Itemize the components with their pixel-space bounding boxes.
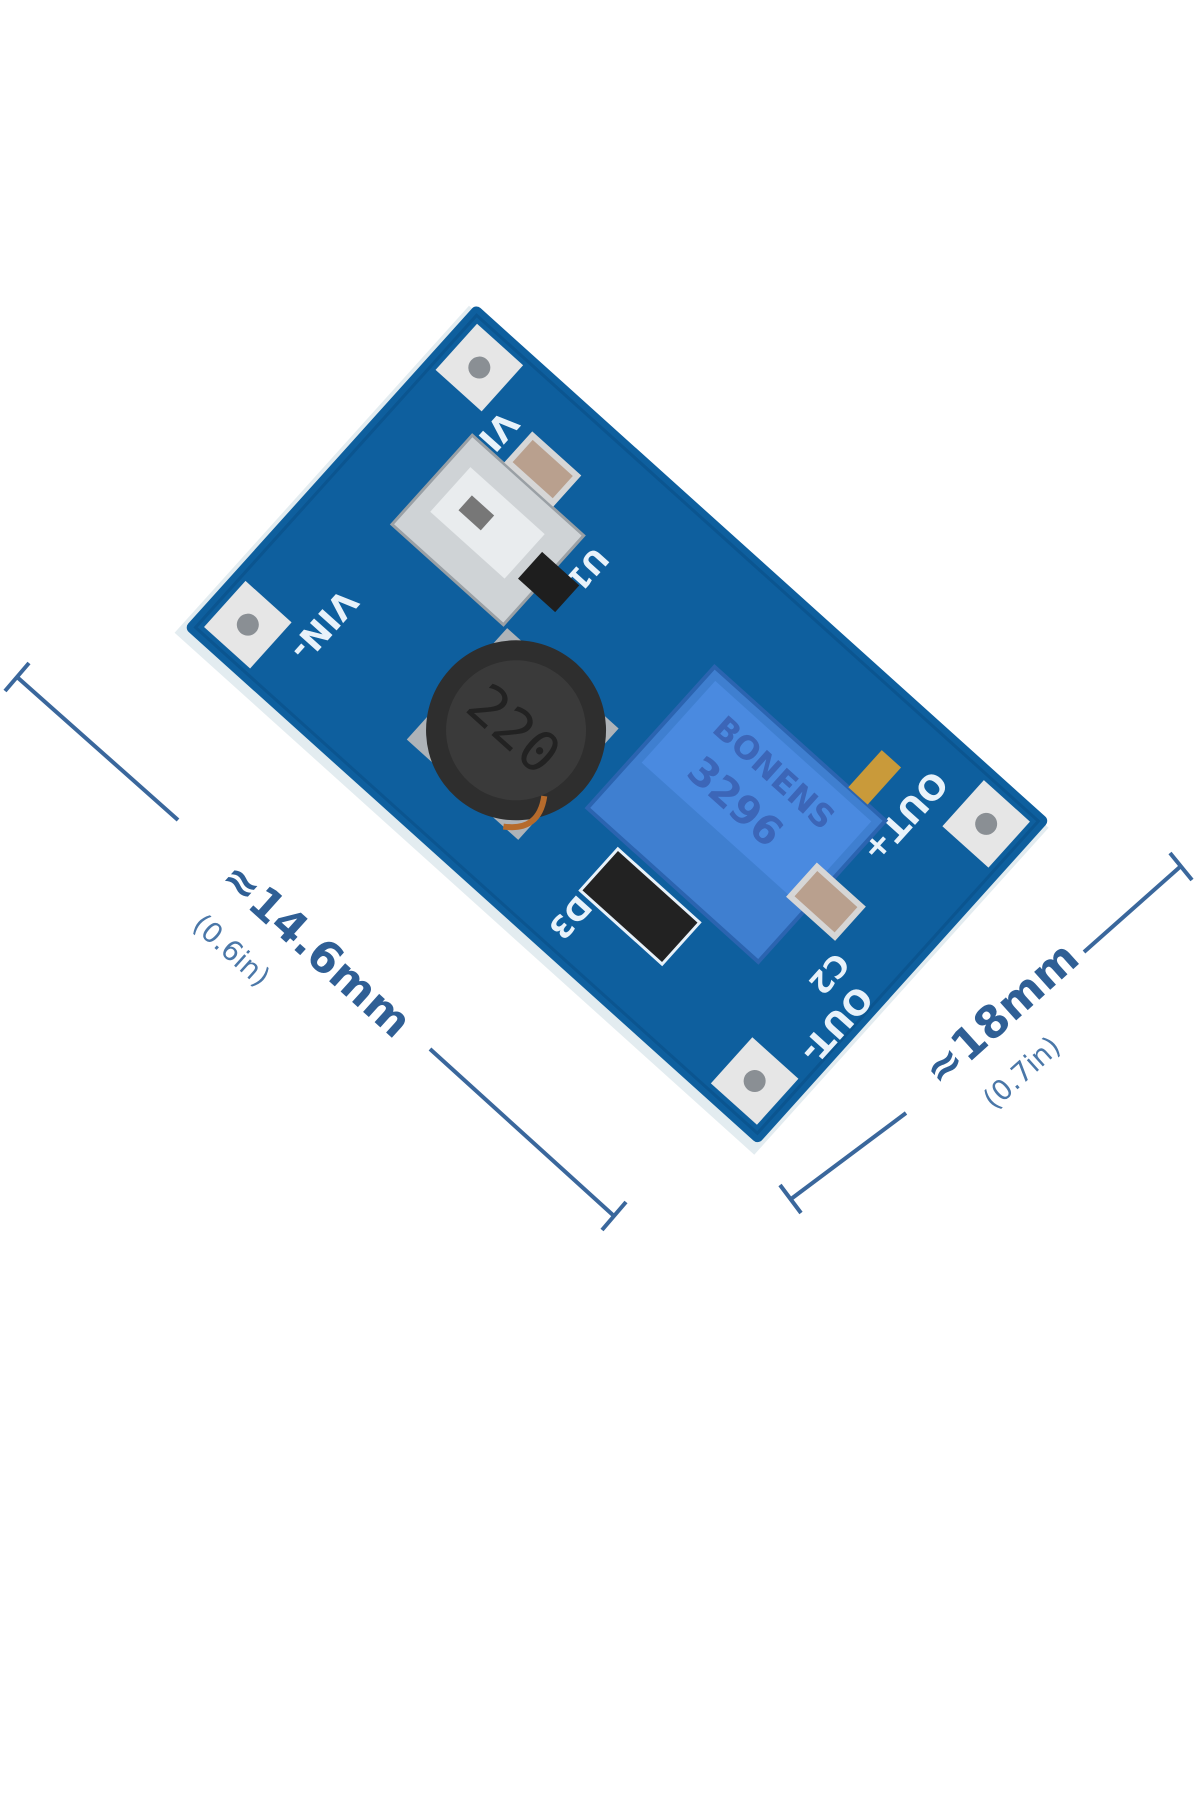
capacitor-c2 bbox=[786, 862, 866, 941]
pad-out-minus bbox=[710, 1037, 799, 1125]
pad-vin-minus bbox=[204, 580, 292, 669]
pcb-board: VIN+ VIN- U1 D3 C2 OUT+ OUT- 220 BONENS … bbox=[174, 305, 1049, 1155]
width-dimension-line bbox=[778, 851, 1194, 1215]
length-dimension-label: ≈14.6mm (0.6in) bbox=[186, 852, 421, 1049]
diode-d3 bbox=[578, 846, 702, 967]
width-dimension-label: ≈18mm (0.7in) bbox=[914, 932, 1089, 1116]
chip-u1 bbox=[518, 551, 580, 613]
pad-vin-plus bbox=[435, 323, 524, 412]
inductor: 220 bbox=[406, 628, 619, 840]
length-dimension-line bbox=[3, 661, 628, 1232]
capacitor-c1 bbox=[504, 431, 582, 507]
pad-out-plus bbox=[942, 780, 1030, 868]
